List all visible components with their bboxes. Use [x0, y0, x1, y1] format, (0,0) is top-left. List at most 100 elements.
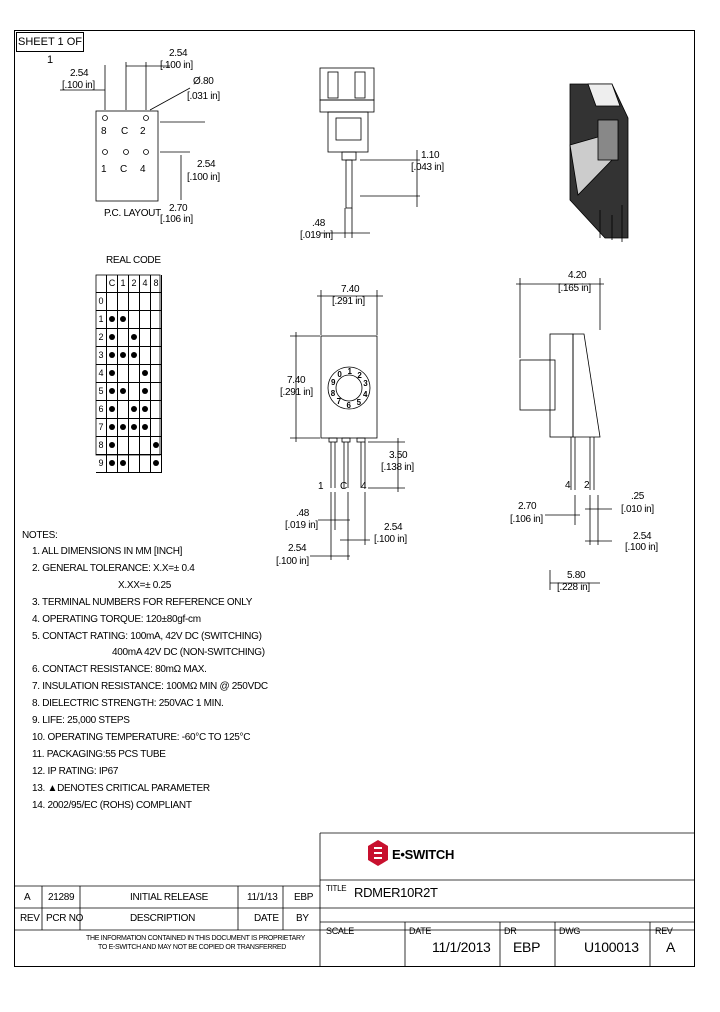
- real-code-cell: [140, 455, 151, 473]
- real-code-cell: [129, 347, 140, 365]
- pcb-dim-254-top: 2.54: [169, 48, 188, 59]
- pcb-dim-254-left: 2.54: [70, 68, 89, 79]
- front-pin-1: 1: [318, 481, 324, 492]
- date-value: 11/1/2013: [432, 939, 491, 955]
- front-dim-w-in: [.291 in]: [332, 296, 365, 307]
- real-code-cell: [151, 347, 162, 365]
- real-code-row-label: 5: [96, 383, 107, 401]
- dial-digit: 2: [357, 370, 362, 380]
- e-switch-logo-icon: [368, 840, 388, 866]
- side-dim-580: 5.80: [567, 570, 586, 581]
- dial-digit: 0: [337, 369, 342, 379]
- real-code-dot: [131, 406, 137, 412]
- sheet-number: SHEET 1 OF 1: [16, 32, 84, 66]
- side-dim-420: 4.20: [568, 270, 587, 281]
- real-code-cell: [118, 401, 129, 419]
- front-dim-h: 7.40: [287, 375, 306, 386]
- rev-row-by: EBP: [294, 892, 314, 903]
- pcb-pin-4: 4: [140, 164, 146, 175]
- dial-digit: 6: [346, 400, 351, 410]
- real-code-cell: [107, 293, 118, 311]
- front-dim-48: .48: [296, 508, 310, 519]
- real-code-cell: [129, 293, 140, 311]
- note-item: 11. PACKAGING:55 PCS TUBE: [32, 748, 166, 760]
- note-item: 8. DIELECTRIC STRENGTH: 250VAC 1 MIN.: [32, 698, 224, 710]
- real-code-dot: [109, 352, 115, 358]
- pcb-dim-080: Ø.80: [193, 76, 214, 87]
- front-dim-100b: [.100 in]: [276, 556, 309, 567]
- dwg-label: DWG: [559, 926, 581, 936]
- rev-header-rev: REV: [20, 913, 40, 924]
- pcb-dim-270: 2.70: [169, 203, 188, 214]
- rev-row-date: 11/1/13: [247, 892, 278, 903]
- real-code-header: 2: [129, 275, 140, 293]
- real-code-header: 1: [118, 275, 129, 293]
- real-code-cell: [129, 329, 140, 347]
- note-item: X.XX=± 0.25: [118, 579, 172, 591]
- real-code-cell: [140, 329, 151, 347]
- real-code-row-label: 8: [96, 437, 107, 455]
- title-label: TITLE: [326, 884, 347, 893]
- front-dim-019: [.019 in]: [285, 520, 318, 531]
- rev-row-description: INITIAL RELEASE: [130, 892, 208, 903]
- dr-label: DR: [504, 926, 517, 936]
- dial-digit: 4: [363, 389, 368, 399]
- real-code-dot: [109, 424, 115, 430]
- real-code-row-label: 0: [96, 293, 107, 311]
- real-code-cell: [151, 311, 162, 329]
- real-code-cell: [140, 293, 151, 311]
- side-dim-106: [.106 in]: [510, 514, 543, 525]
- real-code-dot: [153, 460, 159, 466]
- top-dim-043: [.043 in]: [411, 162, 444, 173]
- title-value: RDMER10R2T: [354, 885, 438, 900]
- real-code-cell: [107, 347, 118, 365]
- front-pin-4: 4: [361, 481, 367, 492]
- real-code-cell: [129, 419, 140, 437]
- side-dim-228: [.228 in]: [557, 582, 590, 593]
- note-item: 4. OPERATING TORQUE: 120±80gf-cm: [32, 613, 201, 625]
- pcb-pin-c-bottom: C: [120, 164, 127, 175]
- real-code-cell: [107, 365, 118, 383]
- real-code-cell: [107, 383, 118, 401]
- real-code-row-label: 6: [96, 401, 107, 419]
- real-code-dot: [109, 388, 115, 394]
- side-pin-2: 2: [584, 480, 590, 491]
- pcb-pin-1: 1: [101, 164, 107, 175]
- real-code-dot: [120, 388, 126, 394]
- front-dim-h-in: [.291 in]: [280, 387, 313, 398]
- real-code-cell: [118, 419, 129, 437]
- real-code-cell: [118, 455, 129, 473]
- real-code-cell: [107, 311, 118, 329]
- front-dim-138: [.138 in]: [381, 462, 414, 473]
- front-dim-w: 7.40: [341, 284, 360, 295]
- real-code-dot: [131, 352, 137, 358]
- real-code-cell: [107, 437, 118, 455]
- proprietary-line1: THE INFORMATION CONTAINED IN THIS DOCUME…: [86, 935, 305, 942]
- real-code-row-label: 9: [96, 455, 107, 473]
- real-code-cell: [140, 437, 151, 455]
- dial-digit: 9: [330, 378, 336, 388]
- dial-digit: 7: [336, 397, 341, 407]
- pcb-layout-label: P.C. LAYOUT: [104, 208, 161, 219]
- real-code-cell: [151, 383, 162, 401]
- pcb-dim-100-right: [.100 in]: [187, 172, 220, 183]
- real-code-cell: [151, 293, 162, 311]
- real-code-row-label: 2: [96, 329, 107, 347]
- real-code-dot: [109, 442, 115, 448]
- side-dim-270: 2.70: [518, 501, 537, 512]
- drawing-frame: [14, 30, 695, 967]
- note-item: 3. TERMINAL NUMBERS FOR REFERENCE ONLY: [32, 596, 253, 608]
- date-label: DATE: [409, 926, 432, 936]
- real-code-dot: [120, 352, 126, 358]
- real-code-cell: [129, 455, 140, 473]
- real-code-cell: [118, 383, 129, 401]
- side-dim-25: .25: [631, 491, 645, 502]
- note-item: 6. CONTACT RESISTANCE: 80mΩ MAX.: [32, 664, 207, 676]
- real-code-dot: [109, 406, 115, 412]
- real-code-cell: [129, 365, 140, 383]
- real-code-cell: [129, 437, 140, 455]
- rev-header-by: BY: [296, 913, 309, 924]
- pcb-pin-8: 8: [101, 126, 107, 137]
- real-code-cell: [140, 347, 151, 365]
